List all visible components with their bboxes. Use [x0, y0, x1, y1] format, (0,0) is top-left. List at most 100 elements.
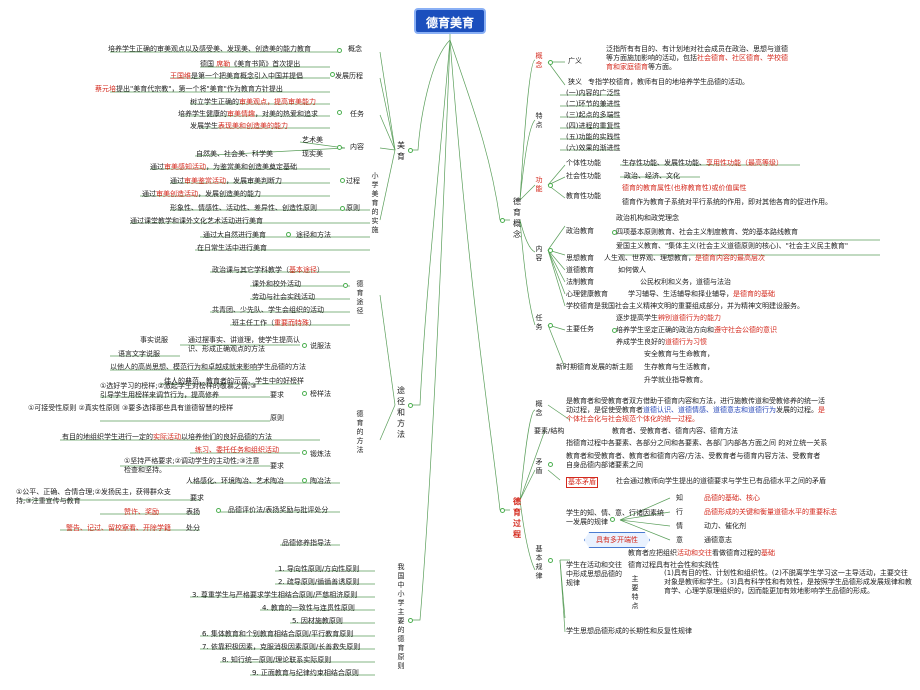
self-guidance[interactable]: 品德修养指导法 — [282, 539, 331, 547]
law1-act-label[interactable]: 行 — [676, 508, 683, 516]
main-tasks-label[interactable]: 主要任务 — [566, 325, 594, 333]
functions-label[interactable]: 功能 — [535, 176, 543, 193]
principles-collapse-dot[interactable] — [408, 618, 413, 623]
dot-icon[interactable] — [216, 508, 221, 513]
meiyu-concept-label[interactable]: 概念 — [348, 45, 362, 53]
dot-icon[interactable] — [302, 391, 307, 396]
punish-label[interactable]: 处分 — [186, 524, 200, 532]
narrow-label[interactable]: 狭义 — [568, 78, 582, 86]
process-label[interactable]: 过程 — [346, 177, 360, 185]
evaluation-req-label[interactable]: 要求 — [190, 494, 204, 502]
edu-label[interactable]: 教育性功能 — [566, 192, 601, 200]
school-text: 学校德育是我国社会主义精神文明的重要组成部分，并为精神文明建设服务。 — [566, 302, 804, 310]
social-label[interactable]: 社会性功能 — [566, 172, 601, 180]
psych-text: 学习辅导、生活辅导和择业辅导，是德育的基础 — [628, 290, 775, 298]
root-title[interactable]: 德育美育 — [414, 8, 486, 34]
history-label[interactable]: 发展历程 — [335, 72, 363, 80]
example-req-label[interactable]: 要求 — [270, 391, 284, 399]
new-item: 升学就业指导教育。 — [644, 376, 707, 384]
dot-icon[interactable] — [612, 328, 617, 333]
concept-label[interactable]: 概念 — [535, 52, 543, 69]
dot-icon[interactable] — [286, 232, 291, 237]
multi-start-badge[interactable]: 具有多开端性 — [584, 532, 650, 548]
dot-icon[interactable] — [337, 110, 342, 115]
dot-icon[interactable] — [548, 248, 553, 253]
impl-label[interactable]: 小学美育的实施 — [371, 172, 379, 234]
new-theme-label[interactable]: 新时期德育发展的新主题 — [556, 363, 633, 371]
meiyu-concept-text: 培养学生正确的审美观点以及感受美、发现美、创造美的能力教育 — [108, 45, 311, 53]
dot-icon[interactable] — [337, 48, 342, 53]
meiyu-task-2: 培养学生健康的审美情趣，对美的热爱和追求 — [178, 110, 318, 118]
dot-icon[interactable] — [337, 145, 342, 150]
process-node[interactable]: 德育过程 — [513, 497, 521, 539]
law2-features-label[interactable]: 主要特点 — [631, 575, 639, 610]
principle-label[interactable]: 原则 — [346, 204, 360, 212]
example-prin-label[interactable]: 原则 — [270, 414, 284, 422]
methods-label[interactable]: 德育的方法 — [356, 410, 364, 454]
dot-icon[interactable] — [610, 517, 615, 522]
dot-icon[interactable] — [548, 183, 553, 188]
dot-icon[interactable] — [330, 72, 335, 77]
basic-contradiction-label[interactable]: 基本矛盾 — [566, 477, 598, 488]
content-label[interactable]: 内容 — [535, 245, 543, 262]
political-label[interactable]: 政治教育 — [566, 227, 594, 235]
persuasion-label[interactable]: 说服法 — [310, 342, 331, 350]
dot-icon[interactable] — [302, 450, 307, 455]
routes-label[interactable]: 德育途径 — [356, 280, 364, 315]
elements-label[interactable]: 要素/结构 — [534, 427, 565, 435]
thought-text: 人生观、世界观、理想教育，是德育内容的最高层次 — [604, 254, 765, 262]
law1-know-label[interactable]: 知 — [676, 494, 683, 502]
dot-icon[interactable] — [548, 462, 553, 467]
tujing-collapse-dot[interactable] — [408, 403, 413, 408]
political-item: 政治机构和政党理念 — [616, 214, 679, 222]
law1-feel-label[interactable]: 情 — [676, 522, 683, 530]
example-label[interactable]: 榜样法 — [310, 390, 331, 398]
individual-label[interactable]: 个体性功能 — [566, 159, 601, 167]
dot-icon[interactable] — [343, 283, 348, 288]
praise-label[interactable]: 表扬 — [186, 508, 200, 516]
dot-icon[interactable] — [340, 178, 345, 183]
law1-feel-text: 动力、催化剂 — [704, 522, 746, 530]
psych-label[interactable]: 心理健康教育 — [566, 290, 608, 298]
dot-icon[interactable] — [302, 343, 307, 348]
new-item: 生存教育与生活教育， — [644, 363, 714, 371]
law-label[interactable]: 法制教育 — [566, 278, 594, 286]
features-label[interactable]: 特点 — [535, 112, 543, 129]
deyu-concept-node[interactable]: 德育概念 — [513, 197, 521, 239]
meiyu-node[interactable]: 美育 — [397, 141, 405, 161]
laws-label[interactable]: 基本规律 — [535, 545, 543, 580]
dot-icon[interactable] — [548, 323, 553, 328]
moral-label[interactable]: 道德教育 — [566, 266, 594, 274]
tasks-label[interactable]: 任务 — [535, 314, 543, 331]
ways-label[interactable]: 途径和方法 — [296, 231, 331, 239]
meiyu-content-label[interactable]: 内容 — [350, 143, 364, 151]
process-collapse-dot[interactable] — [500, 508, 505, 513]
evaluation-label[interactable]: 品德评价法/表扬奖励与批评处分 — [228, 506, 329, 514]
law1-will-label[interactable]: 意 — [676, 536, 683, 544]
meiyu-collapse-dot[interactable] — [408, 148, 413, 153]
way-3: 在日常生活中进行美育 — [197, 244, 267, 252]
dot-icon[interactable] — [302, 478, 307, 483]
law2-item-2: 德育过程具有社会性和实践性 — [628, 561, 719, 569]
contradiction-label[interactable]: 矛盾 — [535, 458, 543, 475]
deyu-concept-collapse-dot[interactable] — [500, 218, 505, 223]
dot-icon[interactable] — [548, 60, 553, 65]
way-2: 通过大自然进行美育 — [203, 231, 266, 239]
cultivation-label[interactable]: 陶冶法 — [310, 477, 331, 485]
thought-label[interactable]: 思想教育 — [566, 254, 594, 262]
principles-node[interactable]: 我国中小学主要的德育原则 — [397, 563, 405, 670]
dot-icon[interactable] — [612, 230, 617, 235]
dot-icon[interactable] — [548, 558, 553, 563]
law1-will-text: 通德意志 — [704, 536, 732, 544]
process-concept-text: 是教育者和受教育者双方借助于德育内容和方法，进行施教传道和受教修养的统一活动过程… — [566, 397, 825, 423]
process-item-3: 通过审美创造活动，发展创造美的能力 — [142, 190, 261, 198]
history-item-3: 蔡元培提出"美育代宗教"，第一个将"美育"作为教育方针提出 — [95, 85, 283, 93]
meiyu-task-label[interactable]: 任务 — [350, 110, 364, 118]
dot-icon[interactable] — [340, 206, 345, 211]
route-2: 课外和校外活动 — [252, 280, 301, 288]
process-concept-label[interactable]: 概念 — [535, 400, 543, 417]
broad-label[interactable]: 广义 — [568, 57, 582, 65]
tujing-node[interactable]: 途径和方法 — [397, 386, 405, 439]
exercise-req-label[interactable]: 要求 — [270, 462, 284, 470]
exercise-label[interactable]: 锻炼法 — [310, 450, 331, 458]
